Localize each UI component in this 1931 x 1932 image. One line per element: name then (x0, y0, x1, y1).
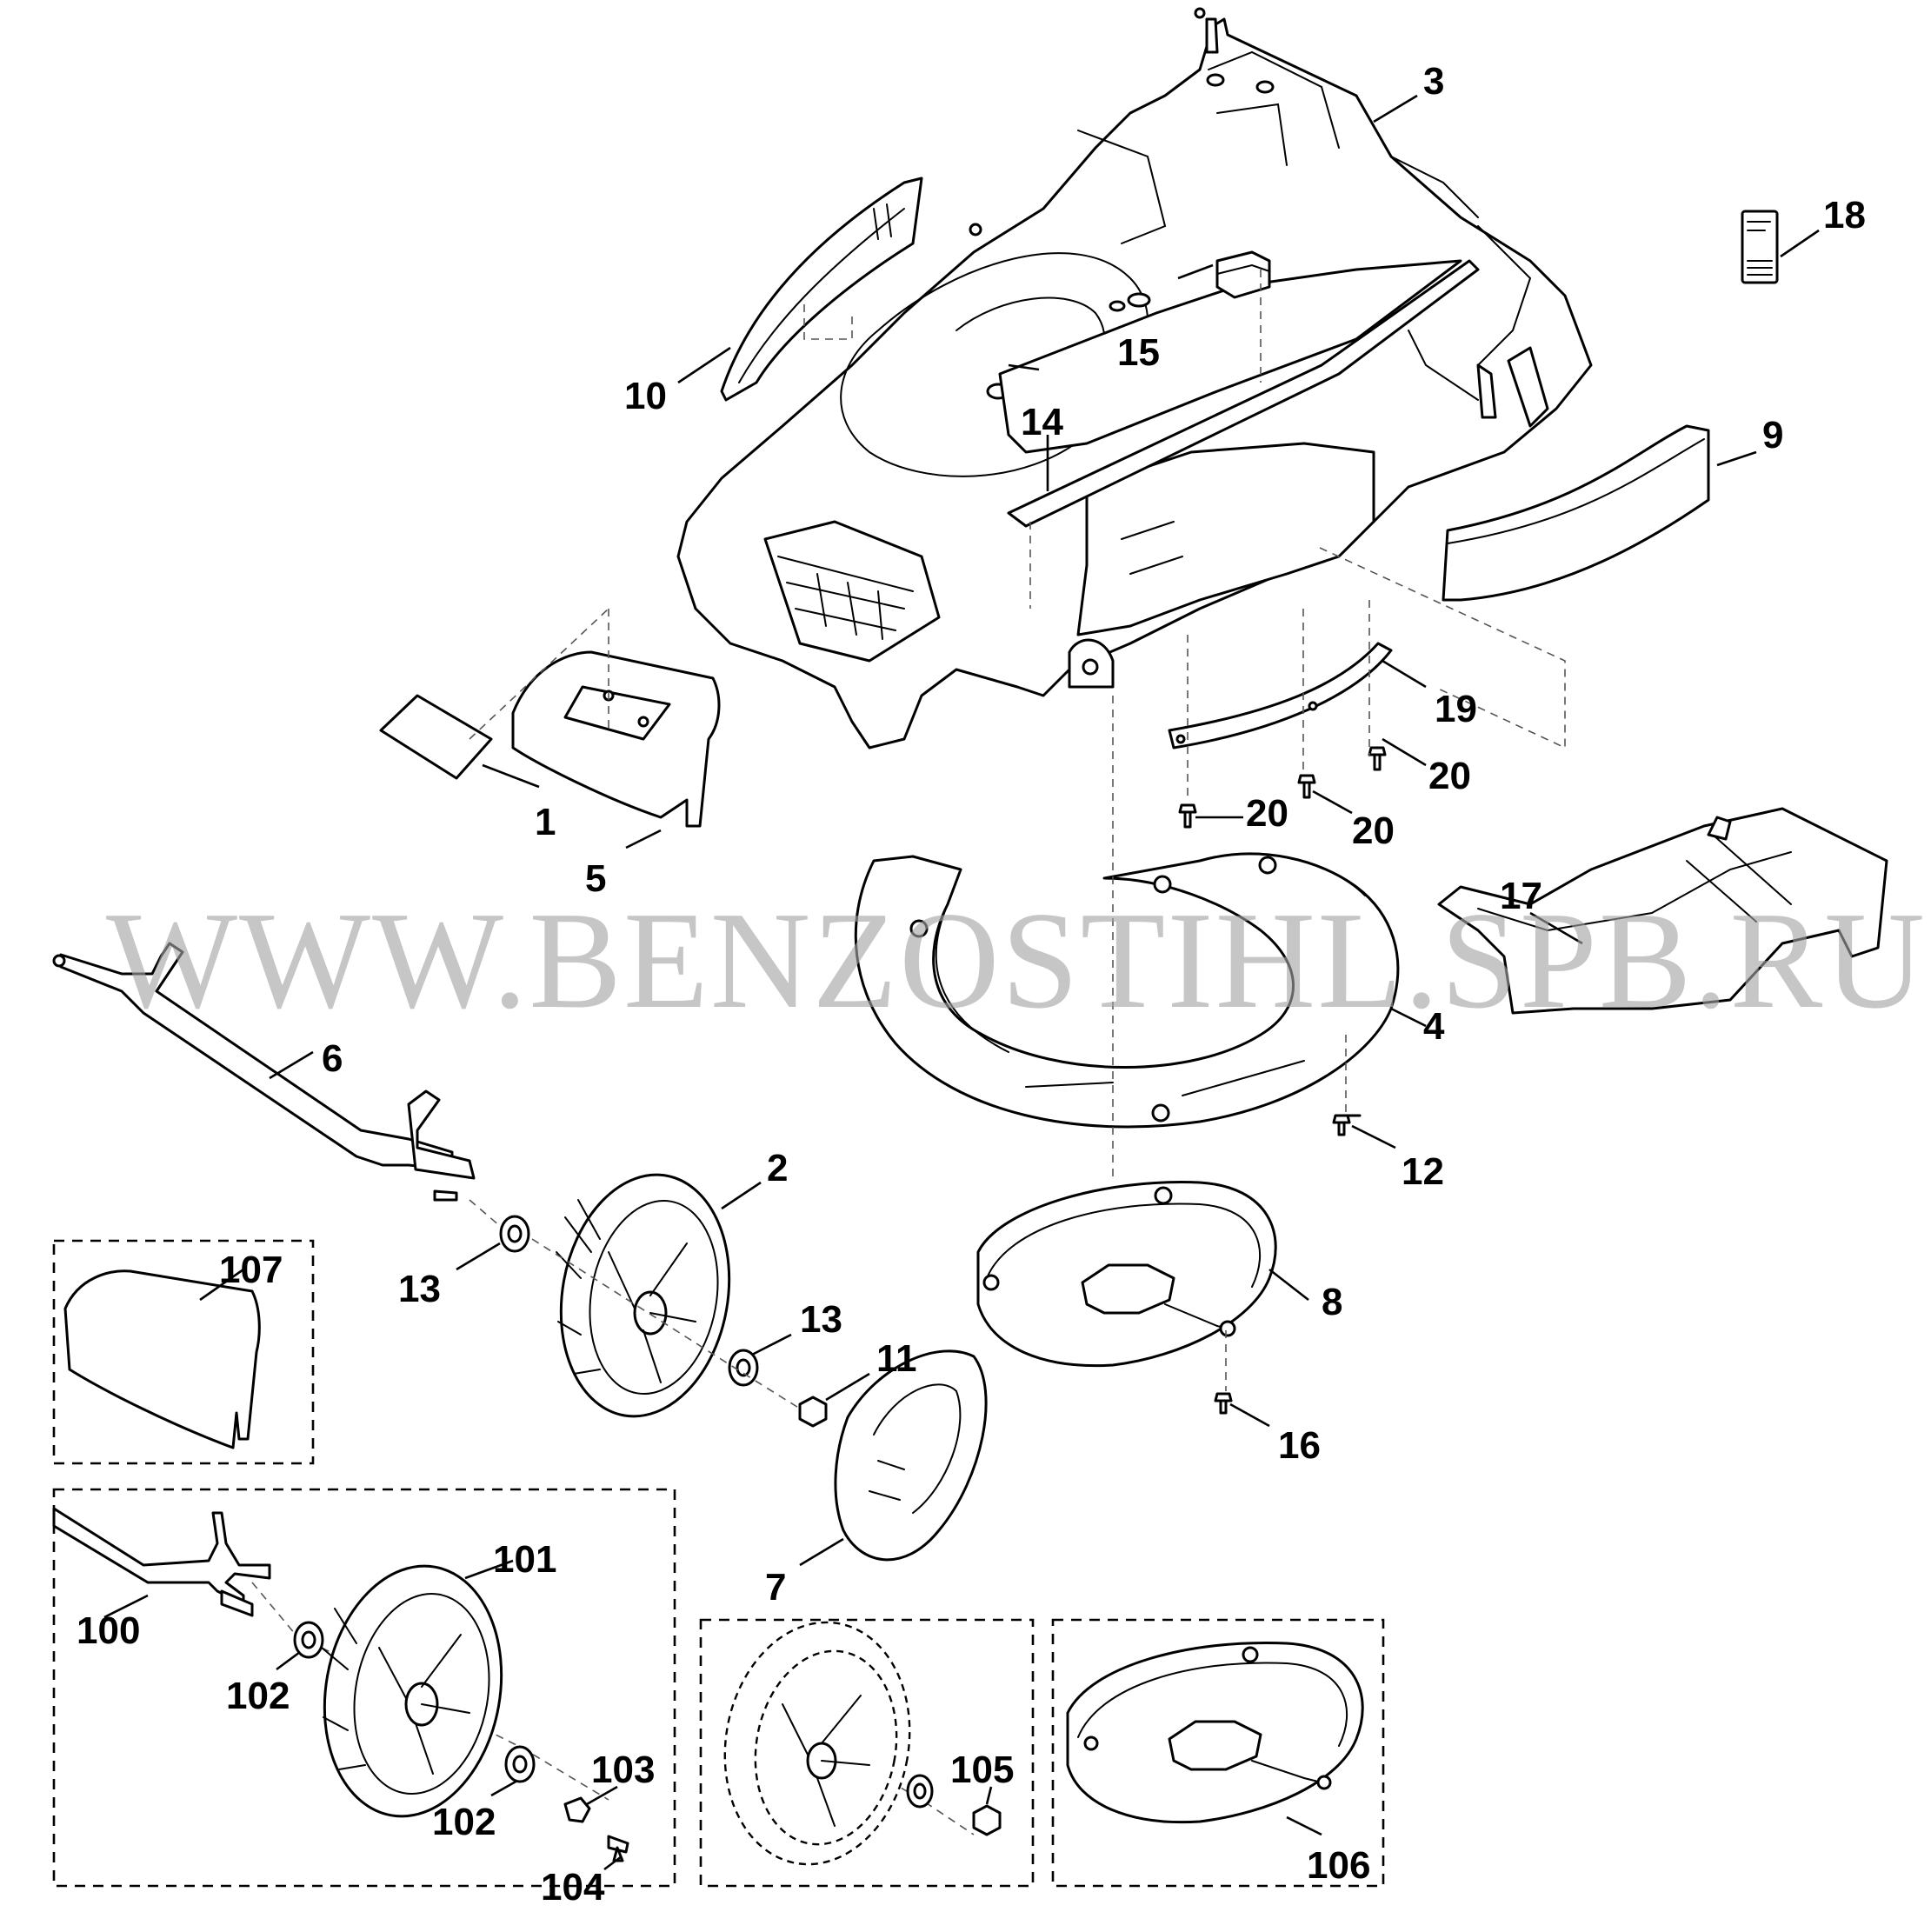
callout-4: 4 (1423, 1005, 1445, 1048)
callout-13-a: 13 (398, 1268, 441, 1310)
part-2-wheel (556, 1173, 731, 1418)
part-17-grass-catcher (1437, 807, 1888, 1015)
part-7-hubcap (834, 1349, 988, 1562)
callouts: 3 18 15 14 10 9 19 20 20 20 1 5 17 4 6 2… (77, 60, 1866, 1909)
leader-lines (103, 94, 1820, 1871)
callout-107: 107 (219, 1249, 283, 1291)
alignment-lines (251, 270, 1566, 1835)
part-6-axle (52, 942, 476, 1202)
callout-11: 11 (876, 1337, 917, 1380)
part-9-front-skirt (1442, 424, 1710, 602)
callout-14: 14 (1021, 401, 1063, 443)
callout-19: 19 (1435, 688, 1477, 730)
callout-20-a: 20 (1428, 755, 1471, 797)
callout-2: 2 (767, 1147, 788, 1189)
part-1-cover-plate (379, 694, 493, 780)
callout-9: 9 (1762, 414, 1783, 456)
callout-105: 105 (950, 1749, 1014, 1791)
part-11-nut (798, 1396, 828, 1428)
callout-6: 6 (322, 1037, 343, 1080)
part-10-side-cover (720, 177, 923, 402)
part-5-rear-flap (511, 650, 721, 828)
callout-18: 18 (1823, 194, 1866, 237)
part-20-screws (1178, 746, 1387, 1415)
callout-20-b: 20 (1246, 792, 1288, 835)
callout-5: 5 (585, 857, 606, 900)
option-box-107 (52, 1239, 315, 1465)
callout-101: 101 (493, 1538, 556, 1581)
callout-104: 104 (541, 1866, 605, 1909)
callout-13-b: 13 (800, 1298, 842, 1341)
callout-7: 7 (765, 1566, 786, 1609)
callout-106: 106 (1307, 1844, 1370, 1887)
callout-1: 1 (535, 801, 556, 843)
part-8-blade-disc (976, 1181, 1277, 1368)
watermark-text: WWW.BENZOSTIHL.SPB.RU (106, 883, 1927, 1037)
part-14-mulch-strip (1007, 259, 1480, 528)
callout-12: 12 (1402, 1150, 1444, 1193)
callout-102-a: 102 (226, 1675, 290, 1717)
option-box-106 (1051, 1618, 1385, 1888)
part-13-bearings (499, 1215, 759, 1387)
callout-15: 15 (1117, 331, 1160, 374)
part-4-blade-housing (854, 852, 1400, 1129)
option-box-105 (699, 1618, 1035, 1888)
part-19-strip (1168, 642, 1393, 749)
callout-8: 8 (1322, 1281, 1342, 1323)
callout-20-c: 20 (1352, 809, 1395, 852)
callout-17: 17 (1500, 875, 1542, 917)
part-3-mower-deck (676, 7, 1593, 749)
callout-102-b: 102 (432, 1801, 496, 1843)
part-15-clip (1215, 250, 1271, 299)
callout-10: 10 (624, 375, 667, 417)
callout-16: 16 (1278, 1424, 1321, 1467)
part-18-label (1741, 210, 1779, 284)
option-box-100-104 (52, 1488, 676, 1888)
callout-103: 103 (591, 1749, 655, 1791)
callout-100: 100 (77, 1609, 140, 1652)
callout-3: 3 (1423, 60, 1444, 103)
